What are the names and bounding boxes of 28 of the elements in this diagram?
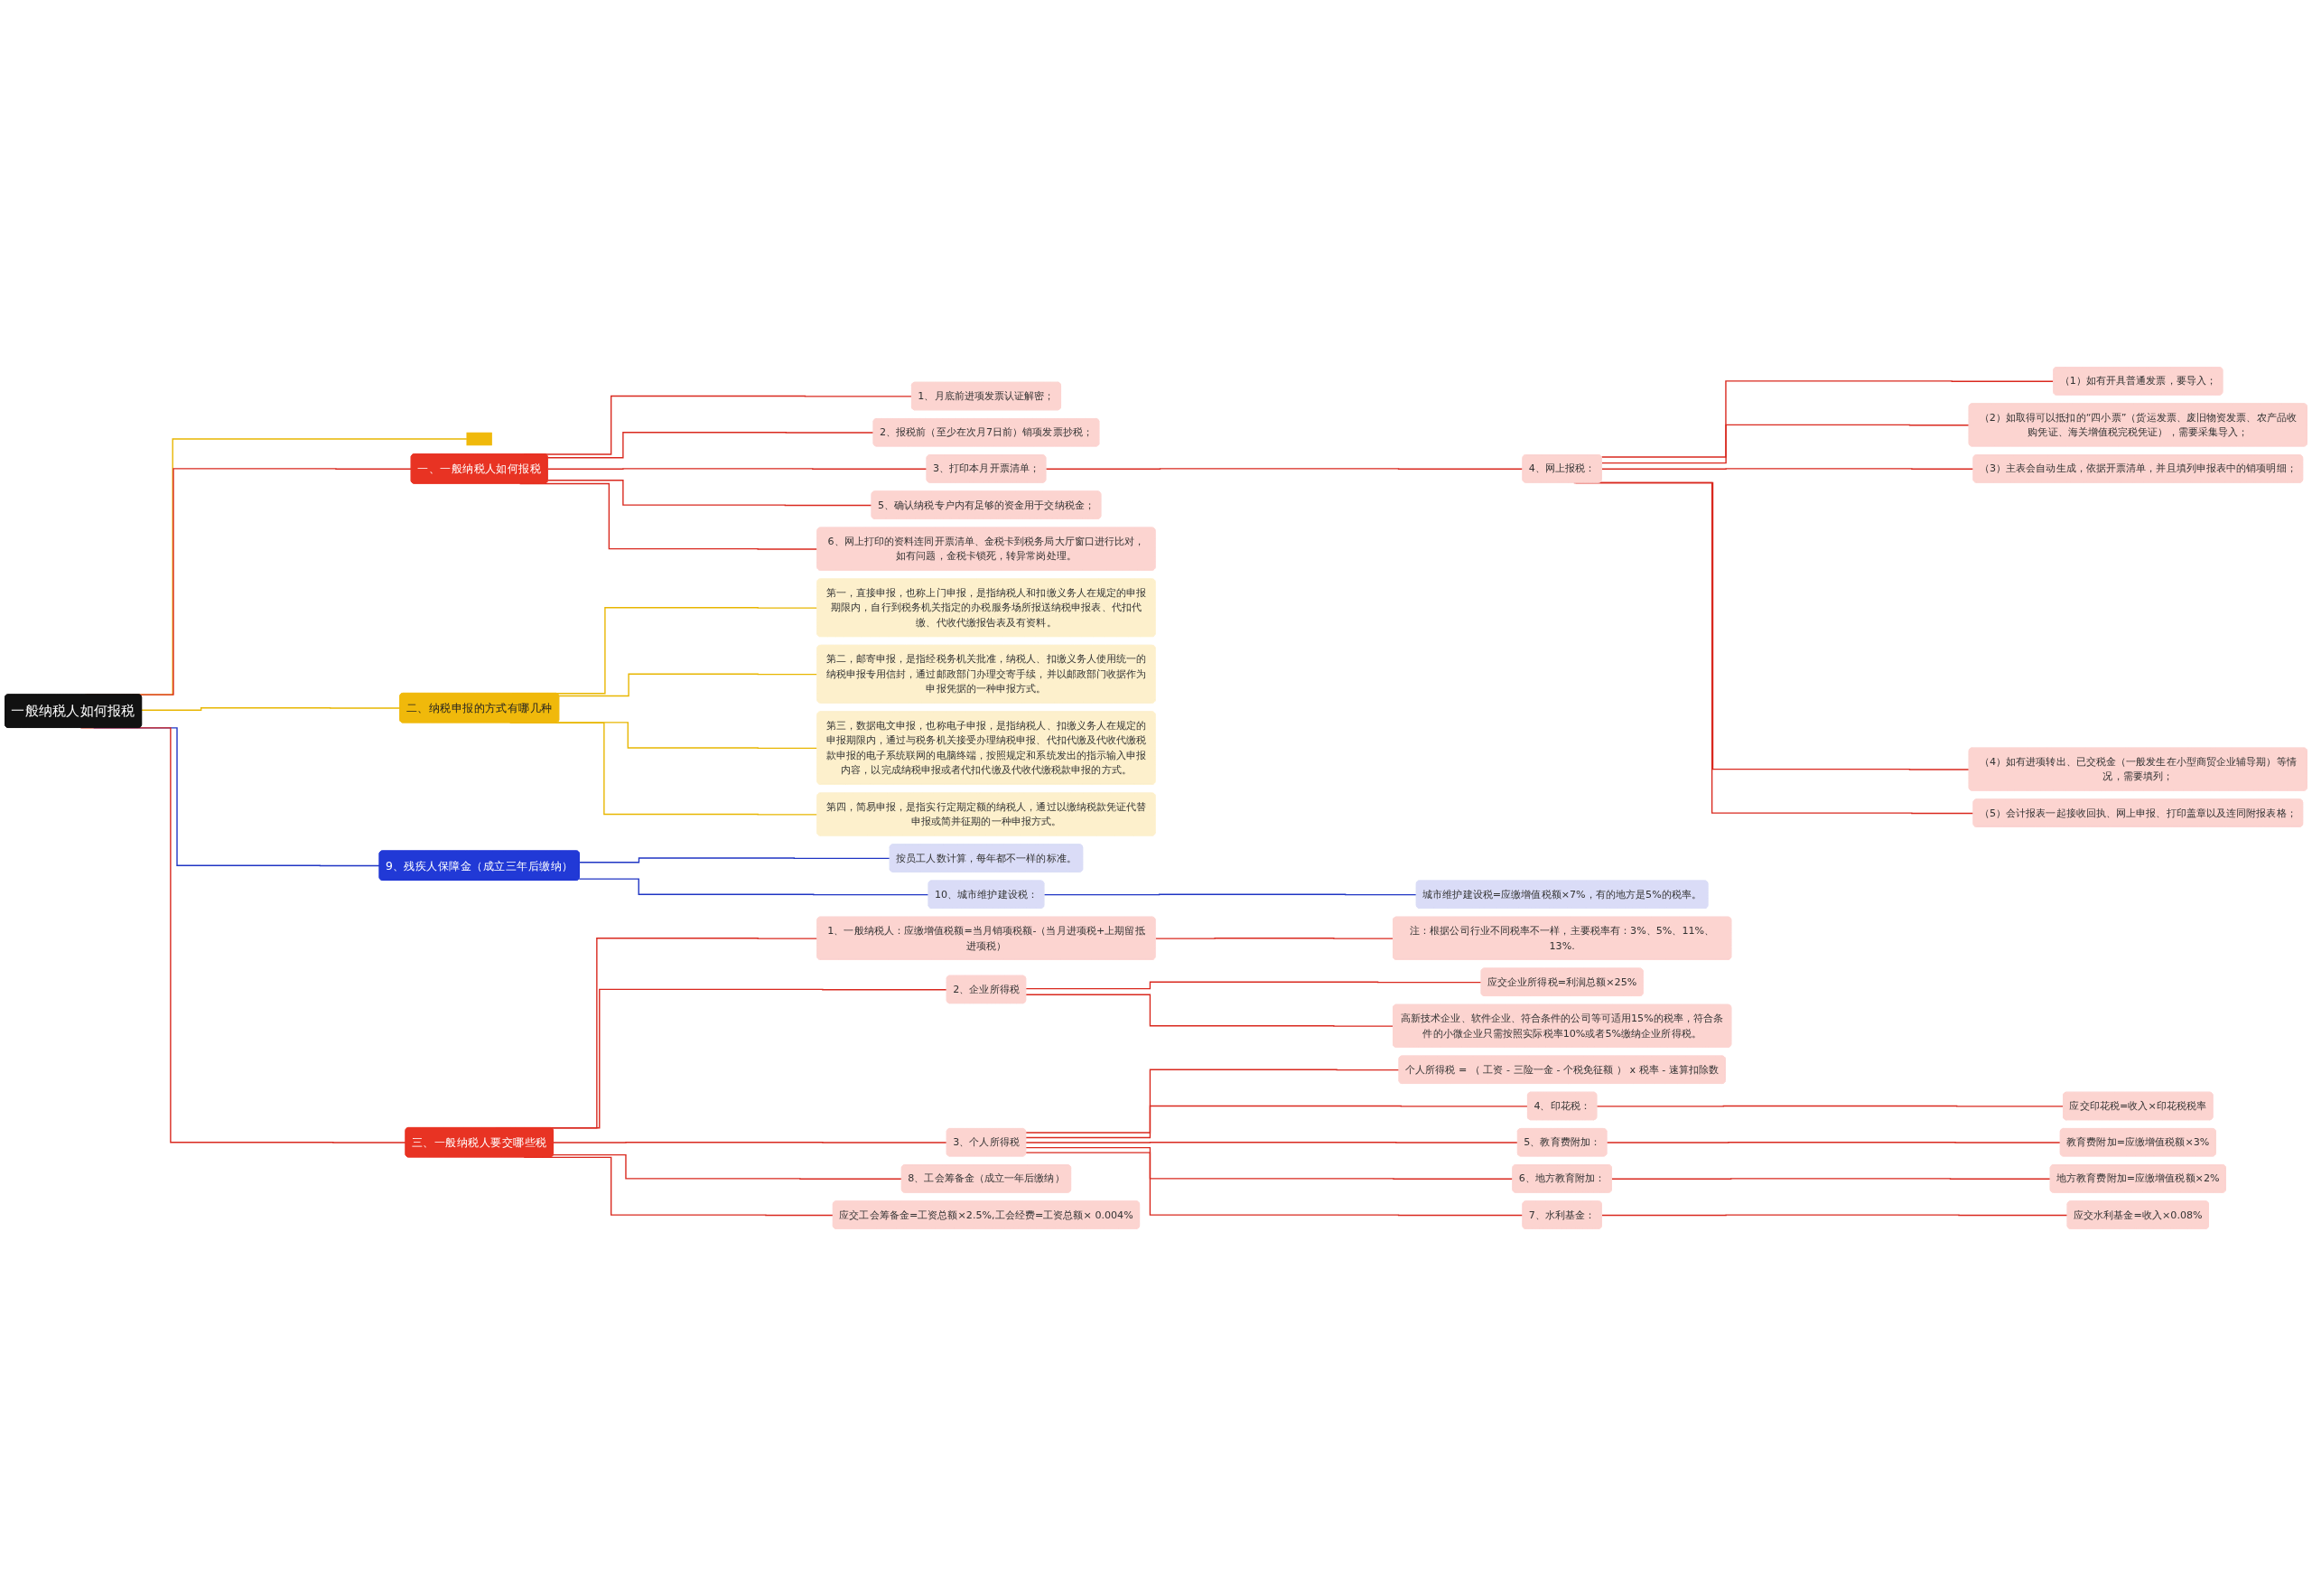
connector — [1025, 994, 1394, 1027]
connector — [1596, 1105, 2065, 1107]
connector — [1606, 1142, 2062, 1143]
connector — [1611, 1178, 2052, 1180]
connector — [1600, 380, 2055, 458]
connector — [553, 1153, 903, 1180]
connector — [558, 673, 818, 697]
connector — [1601, 1214, 2069, 1217]
connector — [546, 468, 928, 470]
connector — [546, 432, 875, 459]
connector — [1045, 468, 1524, 470]
connector — [1025, 1146, 1514, 1180]
connector — [1025, 1069, 1401, 1134]
connector — [556, 722, 818, 750]
node-box — [466, 432, 492, 446]
connector — [578, 878, 930, 896]
connector — [1043, 893, 1418, 896]
connector — [1601, 424, 1971, 464]
connector — [1154, 938, 1394, 939]
connector — [1025, 981, 1483, 990]
connector — [1601, 468, 1974, 470]
connector — [553, 1142, 948, 1143]
connector — [1025, 1142, 1519, 1143]
connector — [546, 480, 873, 507]
connector — [1025, 1152, 1524, 1217]
connector — [141, 707, 401, 711]
connector — [1025, 1105, 1529, 1139]
connector — [579, 857, 891, 863]
